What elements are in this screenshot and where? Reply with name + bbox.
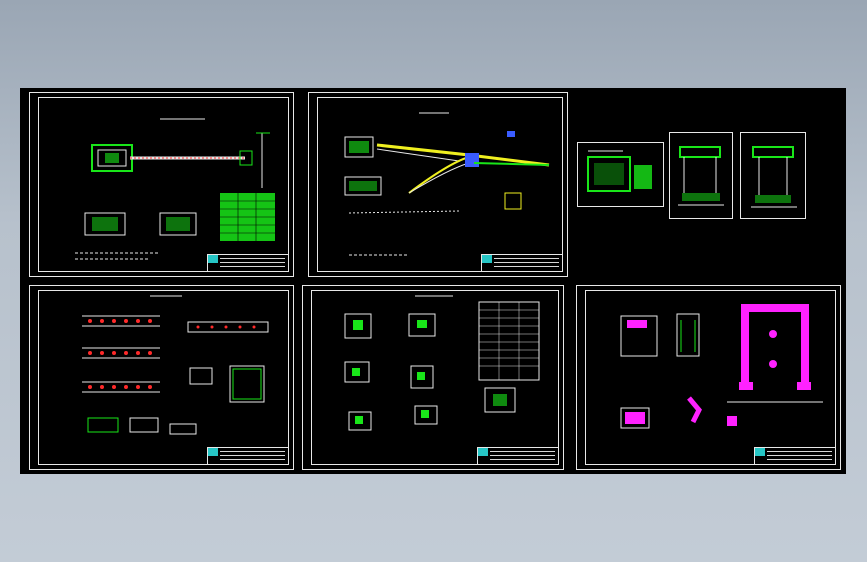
sheet-border xyxy=(585,290,836,465)
drawing-canvas[interactable] xyxy=(20,88,846,474)
title-block xyxy=(207,254,289,272)
sheet-5-graphics xyxy=(344,295,540,431)
sheet-border xyxy=(38,97,289,272)
drawing-sheet-1[interactable] xyxy=(29,92,294,277)
title-block xyxy=(207,447,289,465)
sheet-border xyxy=(311,290,559,465)
sheet-3c-graphics xyxy=(751,146,797,208)
drawing-sheet-6[interactable] xyxy=(576,285,841,470)
sheet-6-graphics xyxy=(620,304,823,429)
drawing-sheet-3a[interactable] xyxy=(577,142,664,207)
sheet-3a-graphics xyxy=(587,150,652,192)
title-block xyxy=(481,254,563,272)
drawing-sheet-5[interactable] xyxy=(302,285,564,470)
sheet-1-graphics xyxy=(75,118,275,260)
title-block xyxy=(477,447,559,465)
title-block xyxy=(754,447,836,465)
sheet-2-graphics xyxy=(344,112,550,256)
sheet-4-graphics xyxy=(82,295,269,435)
sheet-border xyxy=(38,290,289,465)
drawing-sheet-2[interactable] xyxy=(308,92,568,277)
drawing-sheet-4[interactable] xyxy=(29,285,294,470)
drawing-sheet-3c[interactable] xyxy=(740,132,806,219)
sheet-3b-graphics xyxy=(678,146,724,206)
sheet-border xyxy=(317,97,563,272)
drawing-sheet-3b[interactable] xyxy=(669,132,733,219)
